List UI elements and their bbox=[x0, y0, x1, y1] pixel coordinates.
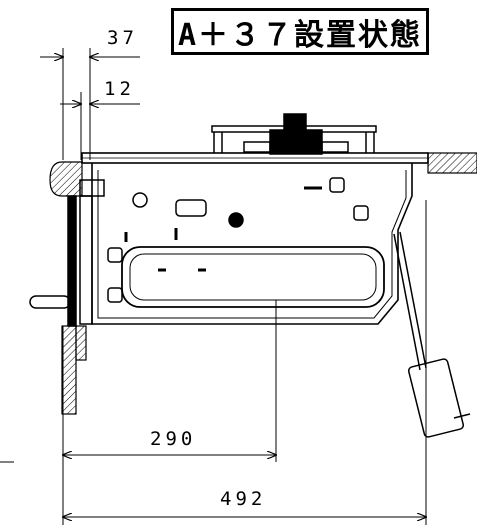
dimension-37-label: 37 bbox=[107, 27, 138, 49]
countertop-right bbox=[427, 152, 477, 174]
extension-lines bbox=[0, 200, 427, 525]
grill-tray bbox=[121, 246, 385, 308]
internal-parts bbox=[107, 177, 369, 303]
cabinet-wall bbox=[61, 325, 87, 415]
front-panel bbox=[29, 179, 105, 327]
dimension-492-label: 492 bbox=[220, 488, 267, 510]
power-cord bbox=[393, 231, 471, 438]
drawing-title: A＋３７設置状態 bbox=[171, 8, 429, 55]
burner-trivet bbox=[211, 113, 377, 155]
countertop-left bbox=[49, 161, 83, 197]
top-plate bbox=[81, 152, 429, 164]
dimension-290-label: 290 bbox=[150, 428, 197, 450]
dimension-12 bbox=[60, 92, 140, 160]
dimension-12-label: 12 bbox=[104, 78, 135, 100]
